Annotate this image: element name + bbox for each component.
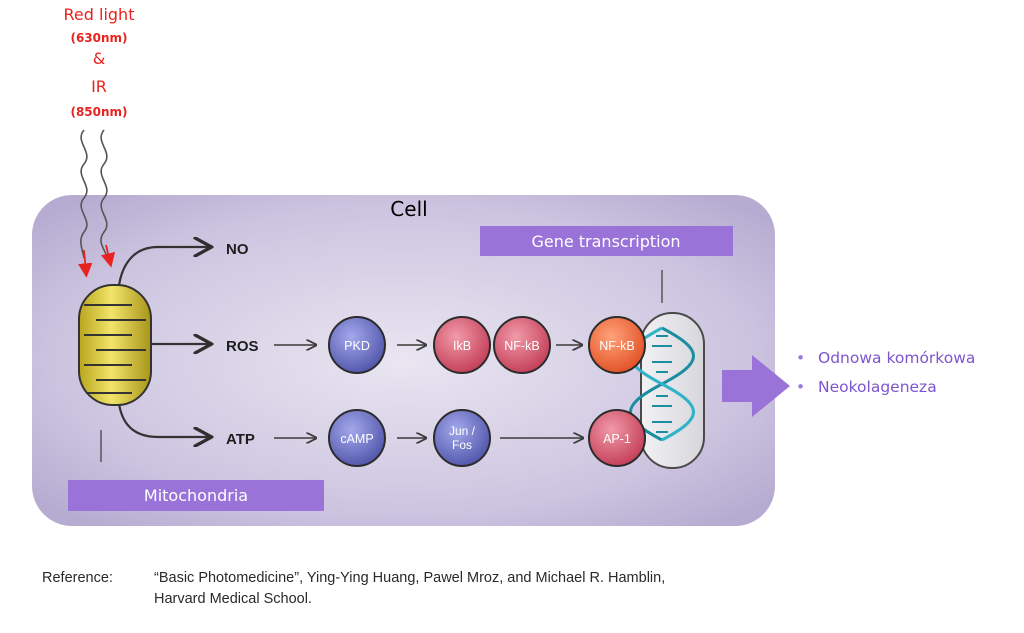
light-arrow-1 bbox=[78, 249, 93, 278]
node-pkd bbox=[328, 316, 386, 374]
cell-label: Cell bbox=[390, 197, 427, 221]
light-arrow-2 bbox=[101, 244, 116, 268]
reference-label: Reference: bbox=[42, 570, 113, 586]
light-line-630: (630nm) bbox=[70, 31, 127, 45]
node-fos-label: Fos bbox=[452, 438, 472, 452]
gene-transcription-label: Gene transcription bbox=[531, 232, 680, 251]
light-line-ir: IR bbox=[91, 77, 107, 96]
light-wave-icon bbox=[80, 129, 108, 259]
node-ap1 bbox=[588, 409, 646, 467]
mitochondrion-icon bbox=[78, 284, 152, 406]
mitochondria-label: Mitochondria bbox=[144, 486, 248, 505]
light-line-850: (850nm) bbox=[70, 105, 127, 119]
node-camp-label: cAMP bbox=[340, 432, 373, 446]
light-line-amp: & bbox=[93, 49, 105, 68]
node-ap1-label: AP-1 bbox=[603, 432, 631, 446]
gene-transcription-box bbox=[480, 226, 733, 256]
outcome-item: Odnowa komórkowa bbox=[796, 344, 975, 373]
output-arrow-icon bbox=[722, 355, 790, 417]
node-ikb bbox=[433, 316, 491, 374]
node-nfkb-bound bbox=[493, 316, 551, 374]
light-source-label: Red light (630nm) & IR (850nm) bbox=[64, 5, 135, 119]
node-jun-fos bbox=[433, 409, 491, 467]
reference-text: “Basic Photomedicine”, Ying-Ying Huang, … bbox=[154, 568, 665, 610]
reference-line-2: Harvard Medical School. bbox=[154, 591, 312, 607]
node-pkd-label: PKD bbox=[344, 339, 370, 353]
node-nfkb-nuclear-label: NF-kB bbox=[599, 339, 634, 353]
product-atp: ATP bbox=[226, 431, 255, 448]
node-camp bbox=[328, 409, 386, 467]
node-ikb-label: IkB bbox=[453, 339, 471, 353]
node-jun-label: Jun / bbox=[449, 424, 476, 438]
mitochondria-box bbox=[68, 480, 324, 511]
node-nfkb-nuclear bbox=[588, 316, 646, 374]
outcomes-list: Odnowa komórkowa Neokolageneza bbox=[796, 344, 975, 402]
product-no: NO bbox=[226, 241, 249, 258]
outcome-item: Neokolageneza bbox=[796, 373, 975, 402]
reference-line-1: “Basic Photomedicine”, Ying-Ying Huang, … bbox=[154, 570, 666, 586]
product-ros: ROS bbox=[226, 338, 259, 355]
light-line-red: Red light bbox=[64, 5, 135, 24]
node-nfkb-bound-label: NF-kB bbox=[504, 339, 539, 353]
